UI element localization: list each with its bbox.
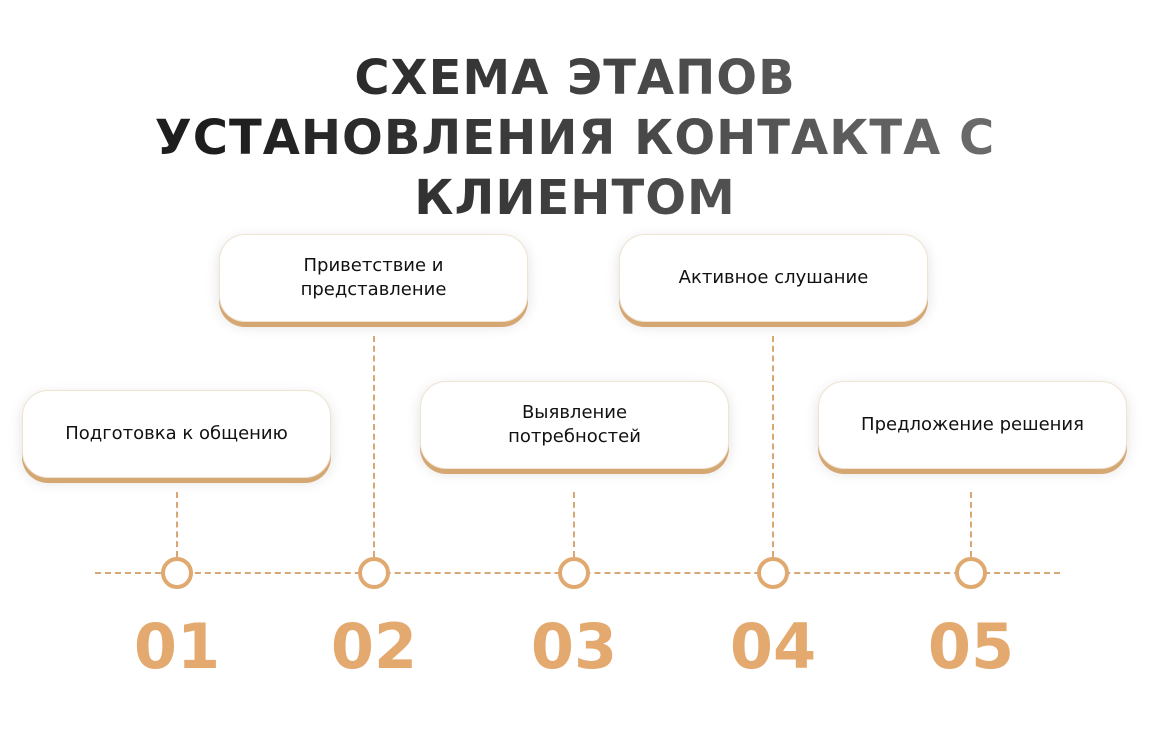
step-number-5: 05	[927, 610, 1015, 683]
step-box-1: Подготовка к общению	[22, 390, 331, 478]
step-box-3: Выявление потребностей	[420, 381, 729, 469]
step-box-2: Приветствие и представление	[219, 234, 528, 322]
page-title: СХЕМА ЭТАПОВ УСТАНОВЛЕНИЯ КОНТАКТА С КЛИ…	[0, 48, 1150, 228]
connector-4	[772, 336, 774, 557]
step-number-2: 02	[330, 610, 418, 683]
step-number-3: 03	[530, 610, 618, 683]
step-number-4: 04	[729, 610, 817, 683]
timeline-node-1	[161, 557, 193, 589]
step-box-5: Предложение решения	[818, 381, 1127, 469]
connector-5	[970, 492, 972, 557]
connector-3	[573, 492, 575, 557]
connector-1	[176, 492, 178, 557]
timeline-node-3	[558, 557, 590, 589]
timeline-node-5	[955, 557, 987, 589]
connector-2	[373, 336, 375, 557]
timeline-node-2	[358, 557, 390, 589]
step-box-4: Активное слушание	[619, 234, 928, 322]
step-number-1: 01	[133, 610, 221, 683]
timeline-node-4	[757, 557, 789, 589]
